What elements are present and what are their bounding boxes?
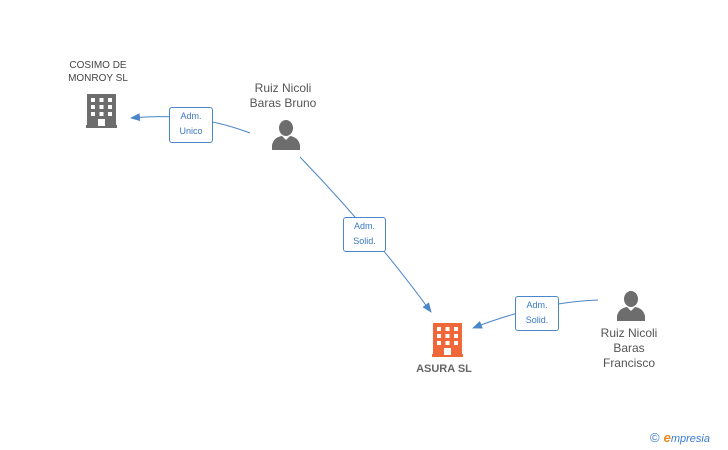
person-icon[interactable] — [272, 120, 300, 150]
node-label-line: COSIMO DE — [69, 60, 127, 71]
edge-label-line: Adm. — [180, 111, 202, 121]
brand-initial: e — [663, 430, 671, 445]
node-label-line: Ruiz Nicoli — [600, 326, 658, 340]
node-label-line: Baras — [613, 341, 645, 355]
edge-label-line: Adm. — [353, 221, 375, 231]
brand-logo: ©empresia — [650, 430, 710, 445]
node-label-line: Ruiz Nicoli — [254, 81, 312, 95]
edge-label-francisco-asura[interactable]: Adm. Solid. — [515, 296, 559, 331]
edge-label-line: Adm. — [526, 300, 548, 310]
node-label-francisco[interactable]: Ruiz Nicoli Baras Francisco — [579, 326, 679, 371]
building-icon-main[interactable] — [432, 323, 463, 357]
edge-label-line: Solid. — [353, 236, 376, 246]
node-label-asura[interactable]: ASURA SL — [394, 362, 494, 377]
edge-label-bruno-cosimo[interactable]: Adm. Unico — [169, 107, 213, 143]
node-label-line: Francisco — [602, 356, 655, 370]
node-label-line: Baras Bruno — [249, 96, 317, 110]
edge-label-line: Unico — [179, 126, 203, 136]
node-label-cosimo[interactable]: COSIMO DE MONROY SL — [48, 59, 148, 85]
edge-label-line: Solid. — [525, 315, 549, 325]
node-label-bruno[interactable]: Ruiz Nicoli Baras Bruno — [233, 81, 333, 111]
edge-label-bruno-asura[interactable]: Adm. Solid. — [343, 217, 386, 252]
person-icon[interactable] — [617, 291, 645, 321]
brand-name: mpresia — [670, 433, 710, 445]
node-label-line: ASURA SL — [416, 363, 472, 375]
node-label-line: MONROY SL — [68, 73, 128, 84]
copyright-icon: © — [650, 430, 660, 445]
building-icon[interactable] — [86, 94, 117, 128]
